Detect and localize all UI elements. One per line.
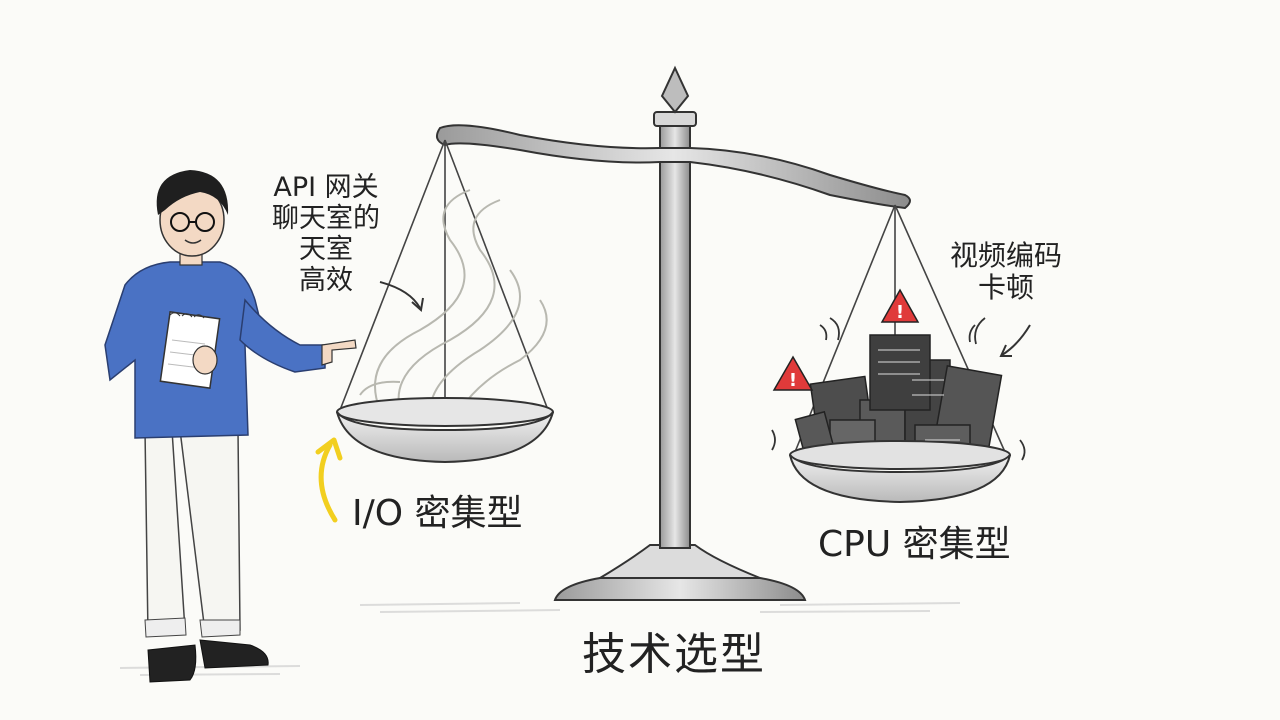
person-figure — [104, 170, 357, 683]
warning-icon: ! — [880, 288, 920, 323]
svg-text:!: ! — [789, 370, 797, 391]
scale-base — [553, 544, 807, 601]
arrowhead-icon — [411, 297, 424, 312]
server-stack — [794, 334, 1003, 466]
note-line: 高效 — [299, 265, 353, 297]
arrowhead-icon — [315, 437, 343, 461]
pointing-hand — [321, 339, 357, 366]
yellow-arrow-icon — [318, 442, 338, 523]
note-line: 聊天室的 — [272, 203, 380, 235]
left-pan-strings — [339, 139, 549, 411]
curved-arrow-icon — [379, 281, 421, 309]
note-line: 视频编码 — [950, 239, 1063, 272]
arrowhead-icon — [999, 344, 1012, 357]
finial — [660, 65, 690, 114]
curved-arrow-icon — [1001, 324, 1031, 356]
note-line: 天室 — [299, 234, 353, 266]
vibration-marks — [771, 317, 1026, 461]
svg-text:!: ! — [896, 302, 904, 323]
note-line: 卡顿 — [978, 271, 1035, 305]
cpu-examples-note: 视频编码 卡顿 — [950, 239, 1063, 305]
io-examples-note: API 网关 聊天室的 天室 高效 — [272, 172, 380, 296]
cpu-bound-label: CPU 密集型 — [818, 524, 1011, 565]
right-pan — [789, 440, 1011, 504]
note-line: API 网关 — [273, 172, 379, 203]
warning-icon: ! — [772, 355, 814, 391]
wispy-smoke — [359, 189, 548, 413]
scale-beam — [435, 124, 911, 210]
left-pan — [336, 397, 554, 464]
io-bound-label: I/O 密集型 — [352, 493, 523, 534]
scale-pillar — [653, 65, 697, 549]
page-title: 技术选型 — [582, 629, 766, 680]
